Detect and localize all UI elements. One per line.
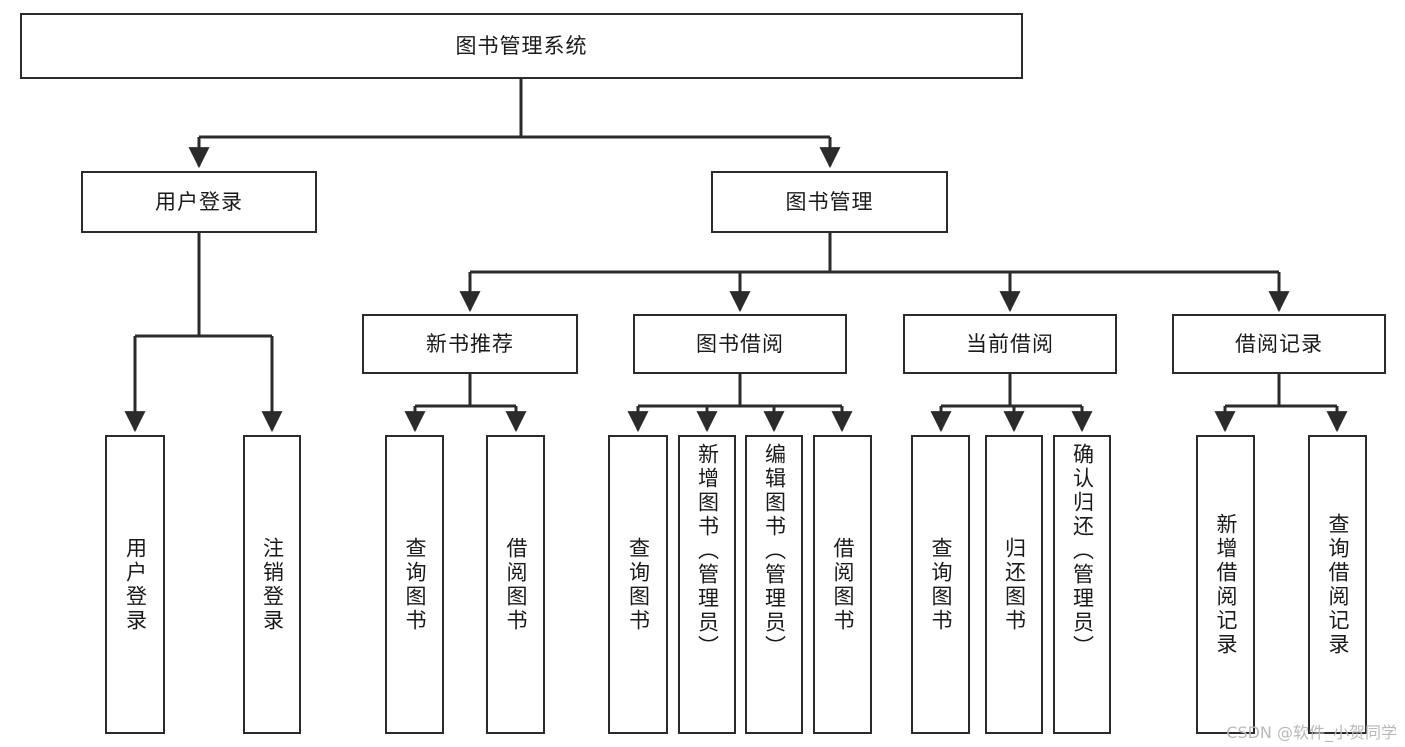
node-book-manage-label: 图书管理 bbox=[785, 189, 874, 214]
node-leaf-query-record-label: 查询借阅记录 bbox=[1326, 512, 1350, 657]
node-leaf-return-book-label: 归还图书 bbox=[1002, 536, 1027, 633]
node-leaf-edit-book-label: 编辑图书（管理员） bbox=[762, 443, 787, 659]
node-leaf-user-login[interactable]: 用户登录 bbox=[105, 435, 165, 734]
node-leaf-confirm-return-label: 确认归还（管理员） bbox=[1070, 443, 1095, 659]
node-leaf-borrow-book-rec[interactable]: 借阅图书 bbox=[486, 435, 545, 734]
node-leaf-user-logout-label: 注销登录 bbox=[260, 536, 285, 633]
node-user-login-label: 用户登录 bbox=[155, 189, 243, 214]
node-root-label: 图书管理系统 bbox=[455, 33, 588, 58]
node-borrow-record[interactable]: 借阅记录 bbox=[1172, 314, 1386, 374]
node-leaf-query-book-current-label: 查询图书 bbox=[929, 536, 953, 633]
node-leaf-user-login-label: 用户登录 bbox=[123, 536, 148, 633]
node-new-book-rec-label: 新书推荐 bbox=[426, 331, 514, 356]
node-leaf-query-book-rec[interactable]: 查询图书 bbox=[385, 435, 444, 734]
node-leaf-query-book-borrow[interactable]: 查询图书 bbox=[608, 435, 668, 734]
node-leaf-add-record-label: 新增借阅记录 bbox=[1214, 512, 1238, 657]
node-leaf-borrow-book-rec-label: 借阅图书 bbox=[504, 536, 528, 633]
node-leaf-query-record[interactable]: 查询借阅记录 bbox=[1308, 435, 1367, 734]
node-leaf-confirm-return[interactable]: 确认归还（管理员） bbox=[1053, 435, 1111, 734]
node-book-manage[interactable]: 图书管理 bbox=[711, 171, 948, 233]
node-book-borrow-label: 图书借阅 bbox=[696, 331, 784, 356]
node-root-system[interactable]: 图书管理系统 bbox=[20, 13, 1023, 79]
node-leaf-add-record[interactable]: 新增借阅记录 bbox=[1196, 435, 1255, 734]
node-current-borrow[interactable]: 当前借阅 bbox=[903, 314, 1117, 374]
node-leaf-query-book-current[interactable]: 查询图书 bbox=[911, 435, 970, 734]
node-leaf-borrow-book-label: 借阅图书 bbox=[831, 536, 855, 633]
node-user-login[interactable]: 用户登录 bbox=[81, 171, 317, 233]
node-leaf-add-book[interactable]: 新增图书（管理员） bbox=[678, 435, 736, 734]
node-leaf-user-logout[interactable]: 注销登录 bbox=[243, 435, 301, 734]
node-current-borrow-label: 当前借阅 bbox=[966, 331, 1054, 356]
node-leaf-edit-book[interactable]: 编辑图书（管理员） bbox=[745, 435, 803, 734]
node-book-borrow[interactable]: 图书借阅 bbox=[633, 314, 847, 374]
node-borrow-record-label: 借阅记录 bbox=[1235, 331, 1323, 356]
node-leaf-borrow-book[interactable]: 借阅图书 bbox=[813, 435, 872, 734]
node-leaf-add-book-label: 新增图书（管理员） bbox=[695, 443, 720, 659]
node-leaf-query-book-rec-label: 查询图书 bbox=[403, 536, 427, 633]
node-leaf-query-book-borrow-label: 查询图书 bbox=[626, 536, 651, 633]
node-new-book-rec[interactable]: 新书推荐 bbox=[362, 314, 578, 374]
watermark-text: CSDN @软件_小贺同学 bbox=[1226, 723, 1397, 742]
node-leaf-return-book[interactable]: 归还图书 bbox=[985, 435, 1043, 734]
